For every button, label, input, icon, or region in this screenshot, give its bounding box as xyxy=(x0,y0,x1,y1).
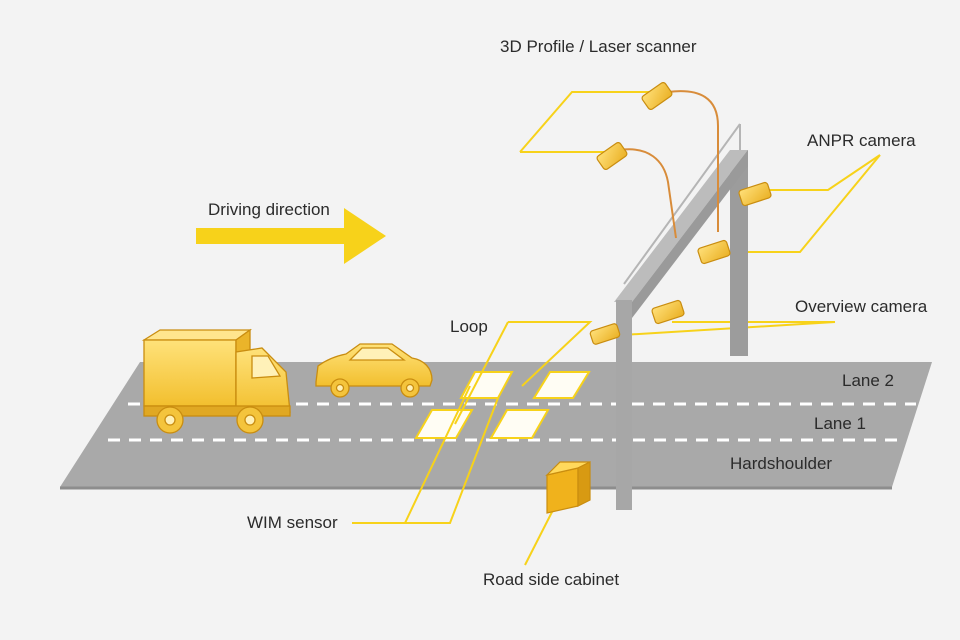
label-hardshoulder: Hardshoulder xyxy=(730,454,832,473)
truck-icon xyxy=(141,328,291,434)
laser-scanner-icon xyxy=(641,81,673,111)
laser-scanner-icon xyxy=(596,141,628,171)
overview-pointer xyxy=(605,321,836,337)
label-lane-2: Lane 2 xyxy=(842,371,894,390)
loop-detector xyxy=(489,409,550,439)
loop-pointer xyxy=(454,321,509,425)
loop-detector xyxy=(532,371,591,399)
label-anpr-camera: ANPR camera xyxy=(807,131,916,150)
label-lane-1: Lane 1 xyxy=(814,414,866,433)
road-side-cabinet-icon xyxy=(545,461,591,514)
cabinet-pointer xyxy=(524,509,554,566)
overview-camera-icon xyxy=(651,299,685,325)
label-overview-camera: Overview camera xyxy=(795,297,928,316)
loop-pointer xyxy=(508,321,593,387)
wim-pointer xyxy=(352,385,471,524)
driving-direction-arrow-icon xyxy=(196,208,386,264)
overview-camera-icon xyxy=(589,323,621,345)
car-icon xyxy=(315,343,433,398)
label-wim-sensor: WIM sensor xyxy=(247,513,338,532)
anpr-camera-icon xyxy=(697,239,731,265)
anpr-camera-icon xyxy=(738,181,772,207)
label-laser-scanner: 3D Profile / Laser scanner xyxy=(500,37,697,56)
anpr-pointer xyxy=(752,154,881,191)
label-driving-direction: Driving direction xyxy=(208,200,330,219)
scanner-cables xyxy=(619,90,719,239)
laser-scanner-pointer xyxy=(519,91,655,153)
label-road-side-cabinet: Road side cabinet xyxy=(483,570,619,589)
label-loop: Loop xyxy=(450,317,488,336)
pointer-lines xyxy=(352,91,881,566)
